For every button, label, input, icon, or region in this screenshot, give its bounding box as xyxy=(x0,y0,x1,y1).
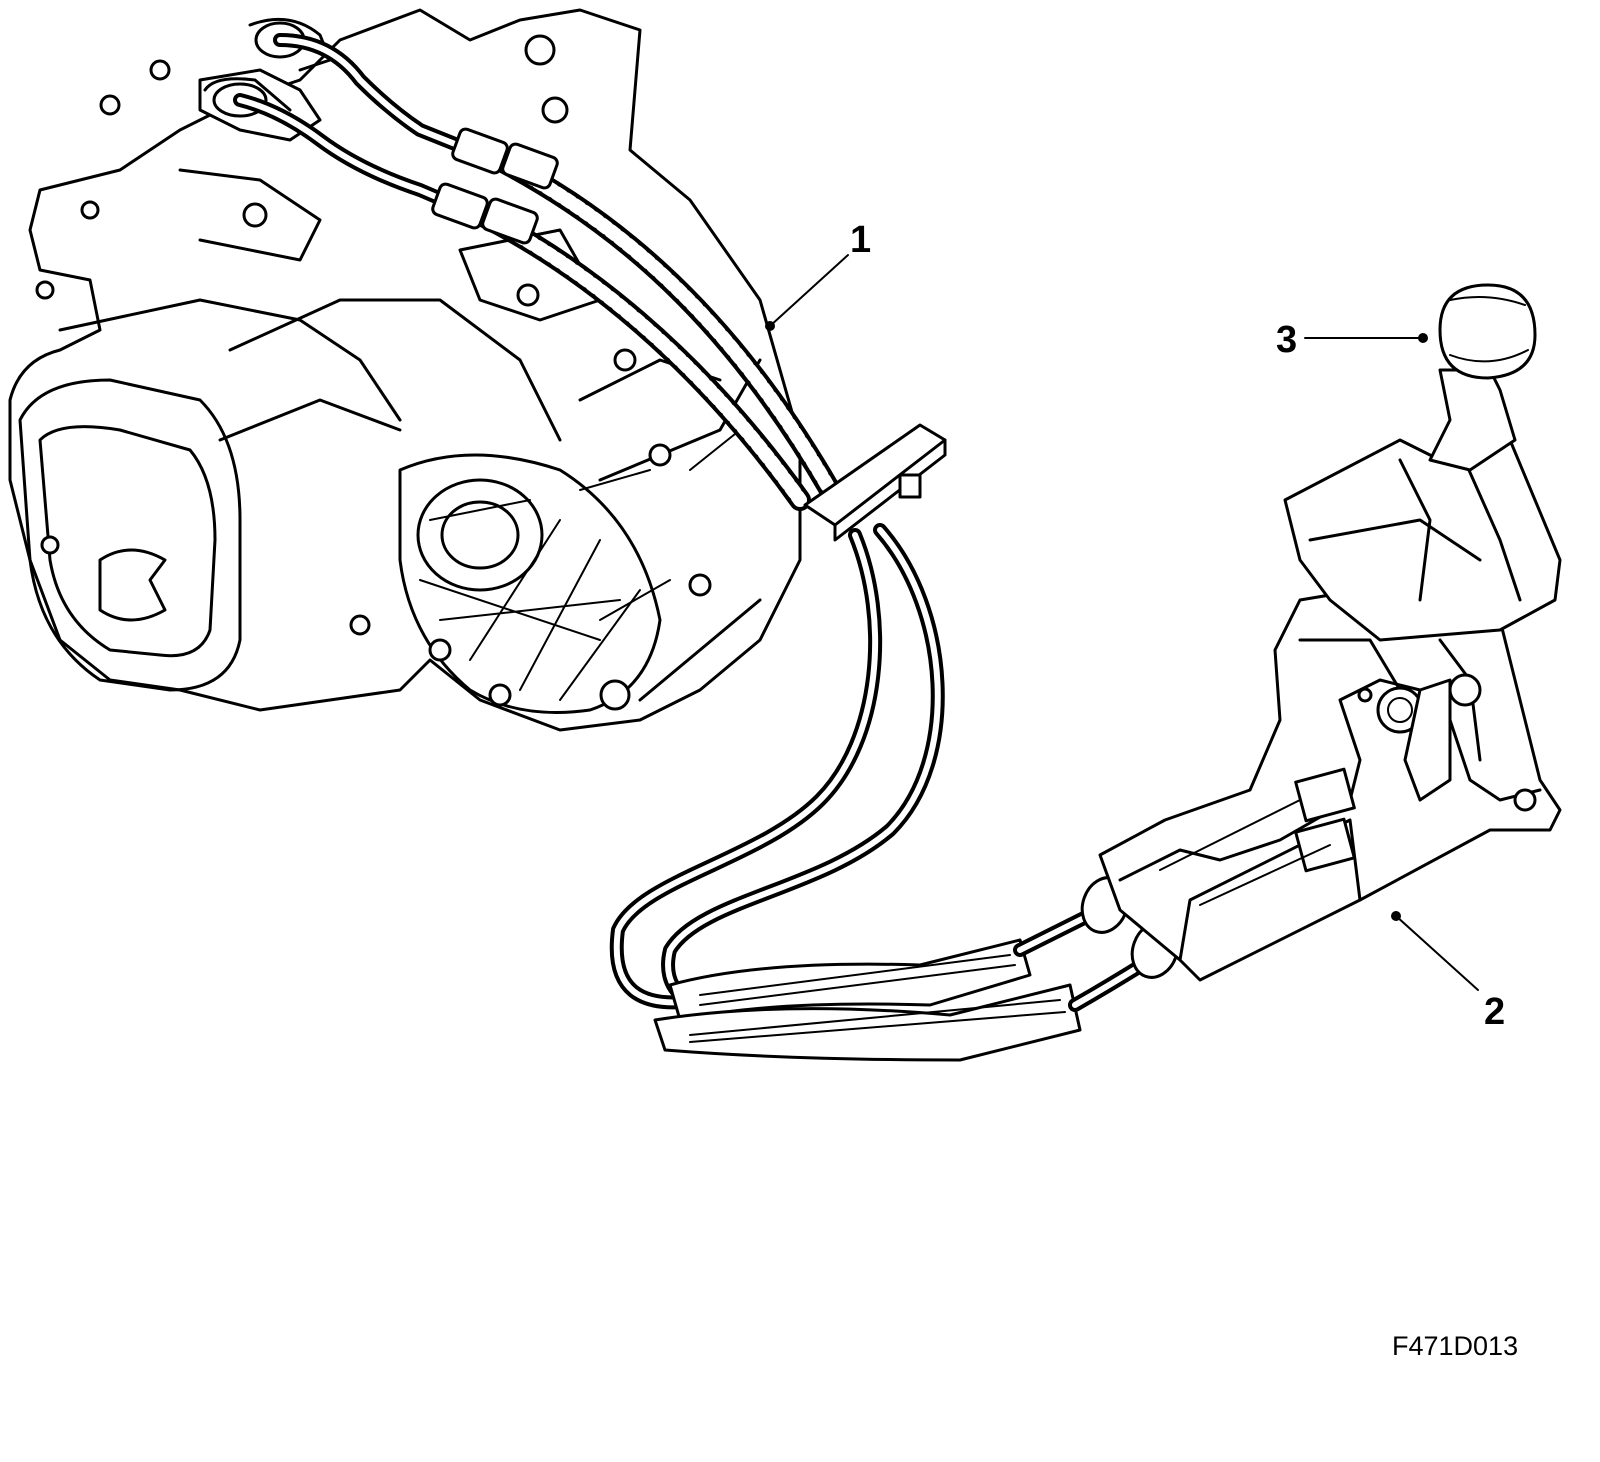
callout-2-label: 2 xyxy=(1484,991,1505,1033)
shift-cables-drawing xyxy=(233,33,1180,1062)
gear-lever-drawing xyxy=(1283,283,1562,642)
figure-id: F471D013 xyxy=(1392,1331,1518,1361)
shift-housing-drawing xyxy=(1098,588,1562,982)
callout-1-label: 1 xyxy=(850,219,871,261)
callout-3-label: 3 xyxy=(1276,319,1297,361)
leader-lines xyxy=(765,254,1479,991)
gearbox-drawing xyxy=(8,8,802,732)
